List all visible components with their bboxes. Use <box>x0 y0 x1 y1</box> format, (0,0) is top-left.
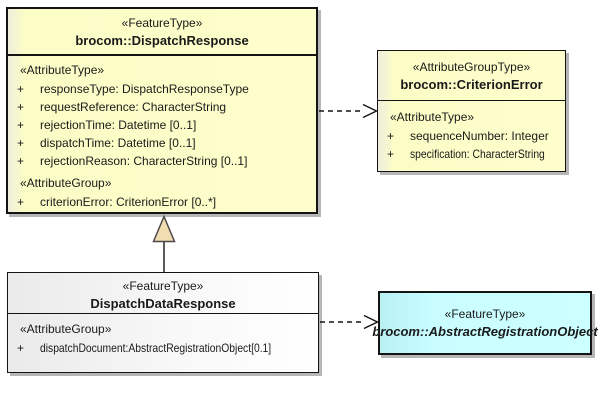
open-arrowhead-icon <box>362 103 379 119</box>
attribute-row: + dispatchDocument:AbstractRegistrationO… <box>17 341 272 355</box>
attribute-row: + sequenceNumber: Integer <box>387 129 549 143</box>
attributes-compartment: «AttributeType» + responseType: Dispatch… <box>8 56 316 211</box>
class-name: DispatchDataResponse <box>90 296 236 311</box>
generalization-arrow[interactable] <box>152 214 176 273</box>
attribute-row: + rejectionTime: Datetime [0..1] <box>17 118 197 132</box>
stereotype-label: «AttributeGroupType» <box>412 60 531 74</box>
attribute-type-heading: «AttributeType» <box>20 63 105 77</box>
attribute-row: + responseType: DispatchResponseType <box>17 82 249 96</box>
generalization-triangle-icon <box>152 214 176 243</box>
class-header: «AttributeGroupType» brocom::CriterionEr… <box>378 51 565 101</box>
attribute-group-heading: «AttributeGroup» <box>20 322 112 336</box>
class-box-dispatch-response[interactable]: «FeatureType» brocom::DispatchResponse «… <box>6 7 318 214</box>
class-header: «FeatureType» brocom::AbstractRegistrati… <box>372 293 597 353</box>
class-box-criterion-error[interactable]: «AttributeGroupType» brocom::CriterionEr… <box>377 50 566 172</box>
attribute-row: + criterionError: CriterionError [0..*] <box>17 195 217 209</box>
dependency-arrow-criterion-error[interactable] <box>319 103 379 119</box>
attribute-type-heading: «AttributeType» <box>390 110 475 124</box>
attributes-compartment: «AttributeGroup» + dispatchDocument:Abst… <box>8 314 318 357</box>
attribute-group-heading: «AttributeGroup» <box>20 176 112 190</box>
stereotype-label: «FeatureType» <box>444 306 526 321</box>
attribute-row: + requestReference: CharacterString <box>17 100 227 114</box>
class-box-abstract-registration-object[interactable]: «FeatureType» brocom::AbstractRegistrati… <box>372 291 598 355</box>
class-header: «FeatureType» DispatchDataResponse <box>8 273 318 314</box>
stereotype-label: «FeatureType» <box>121 16 203 30</box>
attributes-compartment: «AttributeType» + sequenceNumber: Intege… <box>378 101 565 163</box>
class-name: brocom::AbstractRegistrationObject <box>372 323 598 339</box>
attribute-row: + specification: CharacterString <box>387 147 545 161</box>
attribute-row: + dispatchTime: Datetime [0..1] <box>17 136 196 150</box>
class-header: «FeatureType» brocom::DispatchResponse <box>8 9 316 56</box>
dependency-arrow-abstract-registration-object[interactable] <box>320 314 380 330</box>
attribute-row: + rejectionReason: CharacterString [0..1… <box>17 154 248 168</box>
class-name: brocom::DispatchResponse <box>75 33 249 48</box>
stereotype-label: «FeatureType» <box>122 279 204 293</box>
class-box-dispatch-data-response[interactable]: «FeatureType» DispatchDataResponse «Attr… <box>7 272 319 373</box>
class-name: brocom::CriterionError <box>400 77 543 92</box>
